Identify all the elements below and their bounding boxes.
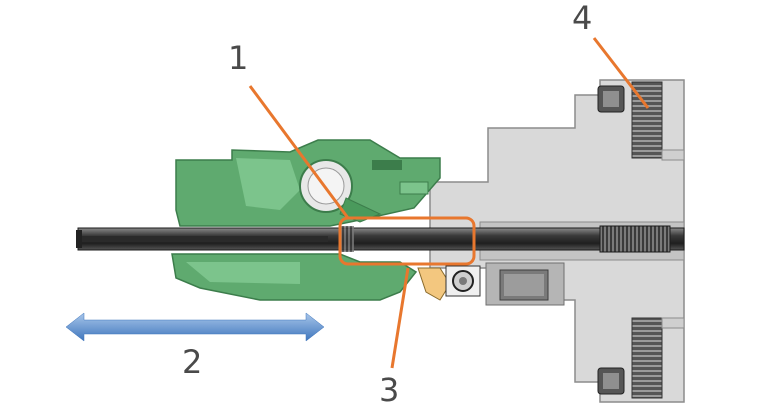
callout-label-4: 4 xyxy=(572,0,593,37)
spring-bottom xyxy=(631,317,685,399)
leader-line-1 xyxy=(248,85,350,219)
shaft xyxy=(76,225,685,253)
highlight-box xyxy=(338,216,476,266)
clamp-body xyxy=(171,139,441,301)
leader-line-4 xyxy=(592,37,650,109)
double-arrow-icon xyxy=(65,312,325,342)
bolt-top xyxy=(597,85,625,113)
fitting xyxy=(417,265,481,301)
callout-label-1: 1 xyxy=(228,39,249,77)
callout-label-3: 3 xyxy=(379,371,400,409)
spring-top xyxy=(631,81,685,161)
leader-line-3 xyxy=(390,267,410,369)
callout-label-2: 2 xyxy=(182,343,203,381)
bolt-bottom xyxy=(597,367,625,395)
